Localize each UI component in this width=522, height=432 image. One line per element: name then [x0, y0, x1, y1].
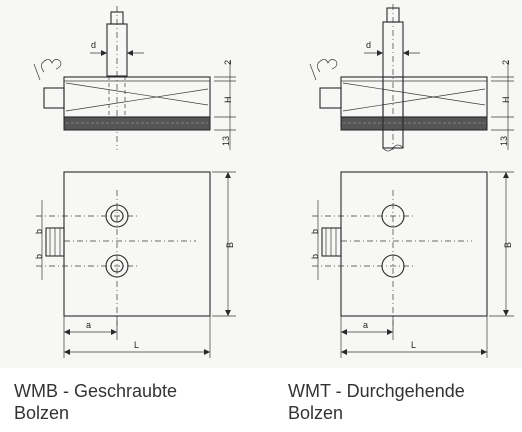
right-dim-a: a — [363, 320, 368, 330]
right-dim-d: d — [366, 40, 371, 50]
left-wedge-block — [63, 76, 211, 118]
right-dim-b-top: b — [310, 229, 320, 234]
right-dim-L: L — [411, 340, 416, 350]
right-dim-H: H — [501, 97, 511, 104]
left-dim-b-top: b — [34, 229, 44, 234]
right-top-view: b b B a L — [310, 171, 514, 358]
left-dim-L: L — [134, 340, 139, 350]
right-plate-outline — [340, 171, 488, 317]
left-dim-a: a — [86, 320, 91, 330]
left-dim-2: 2 — [223, 60, 233, 65]
caption-wmb-line1: WMB - Geschraubte — [14, 381, 178, 401]
caption-wmt: WMT - Durchgehende Bolzen — [288, 380, 518, 424]
caption-wmb: WMB - Geschraubte Bolzen — [14, 380, 254, 424]
right-dim-b-bottom: b — [310, 254, 320, 259]
left-dim-b-bottom: b — [34, 254, 44, 259]
technical-drawings: d 2 H 13 — [33, 4, 514, 358]
left-plate-outline — [63, 171, 211, 317]
left-dim-13: 13 — [221, 136, 231, 146]
right-dim-2: 2 — [501, 60, 511, 65]
left-dim-H: H — [223, 97, 233, 104]
left-base-plate — [63, 116, 211, 131]
left-dim-d: d — [91, 40, 96, 50]
left-adjusting-screw — [43, 87, 65, 109]
caption-wmt-line2: Bolzen — [288, 403, 344, 423]
right-side-view: d 2 H 13 — [309, 4, 514, 152]
left-top-view: b b B a L — [34, 171, 236, 358]
drawings-svg: d 2 H 13 — [33, 4, 514, 358]
right-dim-B: B — [503, 242, 513, 248]
right-adjusting-screw — [319, 87, 342, 109]
right-wedge-block — [340, 76, 488, 118]
right-dim-13: 13 — [499, 136, 509, 146]
right-wrench-icon — [317, 59, 338, 73]
caption-wmb-line2: Bolzen — [14, 403, 70, 423]
caption-wmt-line1: WMT - Durchgehende — [288, 381, 465, 401]
left-dim-B: B — [225, 242, 235, 248]
left-wrench-icon — [41, 59, 62, 73]
right-base-plate — [340, 116, 488, 131]
left-side-view: d 2 H 13 — [33, 6, 236, 150]
